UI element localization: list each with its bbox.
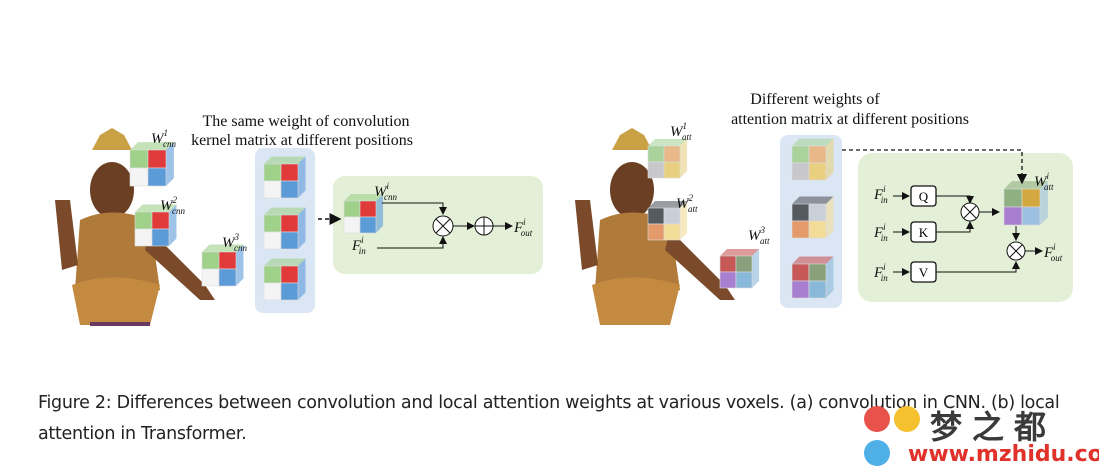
cnn-weight-cube xyxy=(263,258,306,301)
add-icon-a xyxy=(474,216,494,236)
multiply-icon-v xyxy=(1006,241,1026,261)
att-weight-cube-1-panel xyxy=(791,138,834,181)
watermark-url: www.mzhidu.com xyxy=(908,442,1099,467)
dancer-image-b xyxy=(575,128,735,325)
yellow-bubble-icon xyxy=(894,406,920,432)
header-b-line1: Different weights of xyxy=(750,91,880,108)
att-weight-cube-3-panel xyxy=(791,256,834,299)
watermark-logo: 梦之都 www.mzhidu.com xyxy=(858,400,1099,472)
svg-text:K: K xyxy=(919,225,929,240)
cnn-weight-cube xyxy=(129,142,174,187)
multiply-icon-a xyxy=(432,215,454,237)
cnn-weight-cube xyxy=(343,193,384,234)
caption-line-2: attention in Transformer. xyxy=(38,424,247,444)
blue-bubble-icon xyxy=(864,440,890,466)
svg-text:V: V xyxy=(919,265,929,280)
caption-line-1: Figure 2: Differences between convolutio… xyxy=(38,393,1060,413)
figure-diagram: The same weight of convolution kernel ma… xyxy=(55,91,1073,326)
dashed-arrow-b xyxy=(842,149,1028,185)
red-bubble-icon xyxy=(864,406,890,432)
header-a-line1: The same weight of convolution xyxy=(202,113,409,130)
arrow-f-to-mult xyxy=(377,236,447,249)
header-b-line2: attention matrix at different positions xyxy=(731,111,969,128)
att-weight-cube-1 xyxy=(647,138,688,179)
k-box: K xyxy=(910,221,937,243)
att-weight-cube-i xyxy=(1003,181,1048,226)
cnn-weight-cube xyxy=(134,204,177,247)
header-a-line2: kernel matrix at different positions xyxy=(191,132,413,149)
v-box: V xyxy=(910,261,937,283)
att-weight-cube-2 xyxy=(647,200,688,241)
svg-text:Q: Q xyxy=(919,189,929,204)
figure-caption: Figure 2: Differences between convolutio… xyxy=(38,388,1098,450)
att-weight-cube-2-panel xyxy=(791,196,834,239)
q-box: Q xyxy=(910,185,937,207)
cnn-weight-cube xyxy=(263,207,306,250)
cnn-weight-cube xyxy=(263,156,306,199)
arrow-w-to-mult xyxy=(382,202,447,215)
watermark-chinese: 梦之都 xyxy=(930,408,1057,446)
att-weight-cube-3 xyxy=(719,248,760,289)
cnn-weight-cube xyxy=(201,244,244,287)
multiply-icon-qk xyxy=(960,202,980,222)
